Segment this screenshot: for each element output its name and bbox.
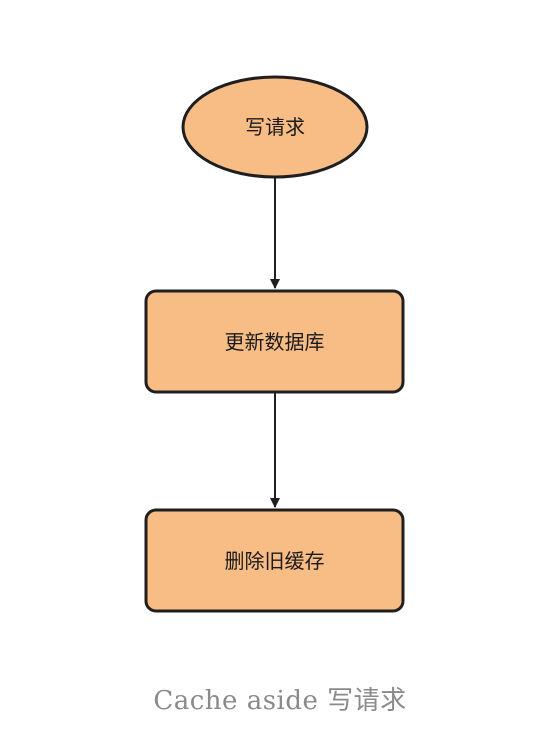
step-box [144,289,405,394]
step-label: 删除旧缓存 [225,549,325,573]
start-ellipse [181,75,369,179]
step-label: 更新数据库 [225,330,325,354]
start-label: 写请求 [245,115,305,139]
step-delete-old-cache: 删除旧缓存 [144,508,405,613]
step-box [144,508,405,613]
figure-caption: Cache aside 写请求 [153,686,407,716]
flowchart: 写请求 更新数据库 删除旧缓存 [144,75,405,613]
step-update-database: 更新数据库 [144,289,405,394]
start-node: 写请求 [181,75,369,179]
